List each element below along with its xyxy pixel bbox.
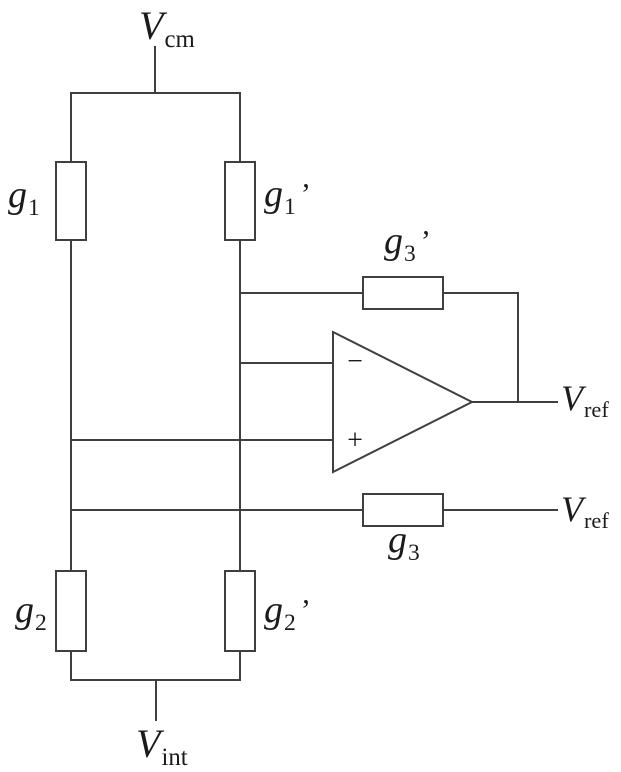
opamp-triangle [332, 330, 475, 474]
label-g3-prime-letter: g [384, 220, 403, 262]
wire-group [55, 46, 558, 721]
label-g3-letter: g [388, 519, 407, 561]
label-vref-g3-letter: V [561, 489, 583, 529]
label-vcm: Vcm [139, 3, 195, 53]
label-vint-letter: V [136, 721, 161, 766]
label-g3-prime-subscript: 3 [404, 240, 416, 267]
label-g1-prime: g1’ [264, 173, 311, 219]
label-g3-subscript: 3 [408, 539, 420, 566]
label-vint: Vint [136, 721, 188, 771]
label-vref-output-subscript: ref [584, 397, 609, 423]
label-g2-prime-mark: ’ [300, 592, 311, 627]
label-g2-prime-subscript: 2 [284, 609, 296, 636]
label-g2-prime: g2’ [264, 589, 311, 635]
label-g1: g1 [8, 174, 40, 220]
resistor-g3-prime [362, 276, 444, 310]
wire-feedback [442, 292, 519, 403]
label-g1-prime-letter: g [264, 173, 283, 215]
wire-top-rail [70, 92, 241, 163]
label-vref-g3-subscript: ref [584, 508, 609, 534]
label-g1-subscript: 1 [28, 194, 40, 221]
resistor-g3 [362, 493, 444, 527]
label-vref-g3: Vref [561, 489, 609, 532]
label-g1-letter: g [8, 174, 27, 216]
label-g2-prime-letter: g [264, 589, 283, 631]
label-g3: g3 [388, 519, 420, 565]
label-g2-subscript: 2 [35, 609, 47, 636]
label-vcm-subscript: cm [164, 26, 195, 54]
label-g2-letter: g [15, 589, 34, 631]
label-vcm-letter: V [139, 3, 164, 48]
label-g3-prime-mark: ’ [420, 223, 431, 258]
label-g2: g2 [15, 589, 47, 635]
label-vint-subscript: int [161, 744, 188, 772]
label-g1-prime-mark: ’ [300, 176, 311, 211]
label-g3-prime: g3’ [384, 220, 431, 266]
resistor-g1-prime [224, 161, 256, 241]
resistor-g1 [55, 161, 87, 241]
resistor-g2-prime [224, 570, 256, 652]
opamp-inverting-sign: − [347, 346, 363, 377]
label-g1-prime-subscript: 1 [284, 193, 296, 220]
wire-bottom-rail [70, 650, 241, 681]
opamp-noninverting-sign: + [347, 425, 363, 456]
resistor-g2 [55, 570, 87, 652]
label-vref-output: Vref [561, 378, 609, 421]
label-vref-output-letter: V [561, 378, 583, 418]
